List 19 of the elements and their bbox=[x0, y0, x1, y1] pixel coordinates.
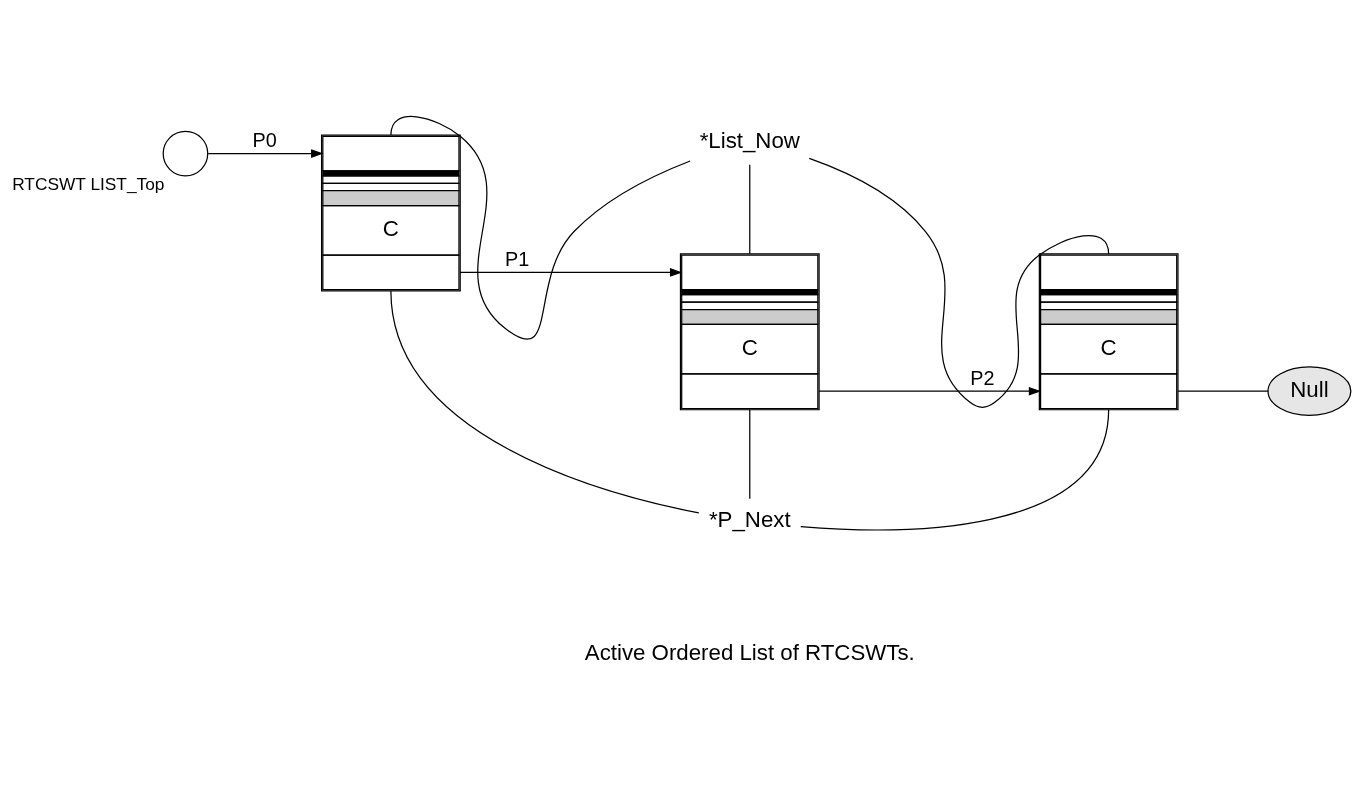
node-text: *List_Now bbox=[699, 127, 800, 153]
node-text: *P_Next bbox=[708, 506, 791, 532]
connector bbox=[749, 409, 751, 500]
connector bbox=[390, 115, 691, 340]
node-label: RTCSWT LIST_Top bbox=[12, 173, 165, 194]
connector bbox=[808, 157, 1110, 408]
edge-label: P2 bbox=[970, 366, 995, 389]
connector bbox=[1177, 390, 1269, 392]
connector bbox=[390, 290, 700, 514]
connector bbox=[749, 164, 751, 255]
arrow bbox=[459, 268, 683, 277]
node-ellipse: Null bbox=[1267, 366, 1352, 417]
arrow bbox=[207, 149, 324, 158]
node-circle bbox=[162, 130, 209, 177]
edge-label: P1 bbox=[505, 247, 530, 270]
arrow bbox=[818, 386, 1042, 396]
edge-label: P0 bbox=[252, 129, 277, 152]
label: Active Ordered List of RTCSWTs. bbox=[584, 640, 915, 666]
connector bbox=[800, 409, 1110, 531]
